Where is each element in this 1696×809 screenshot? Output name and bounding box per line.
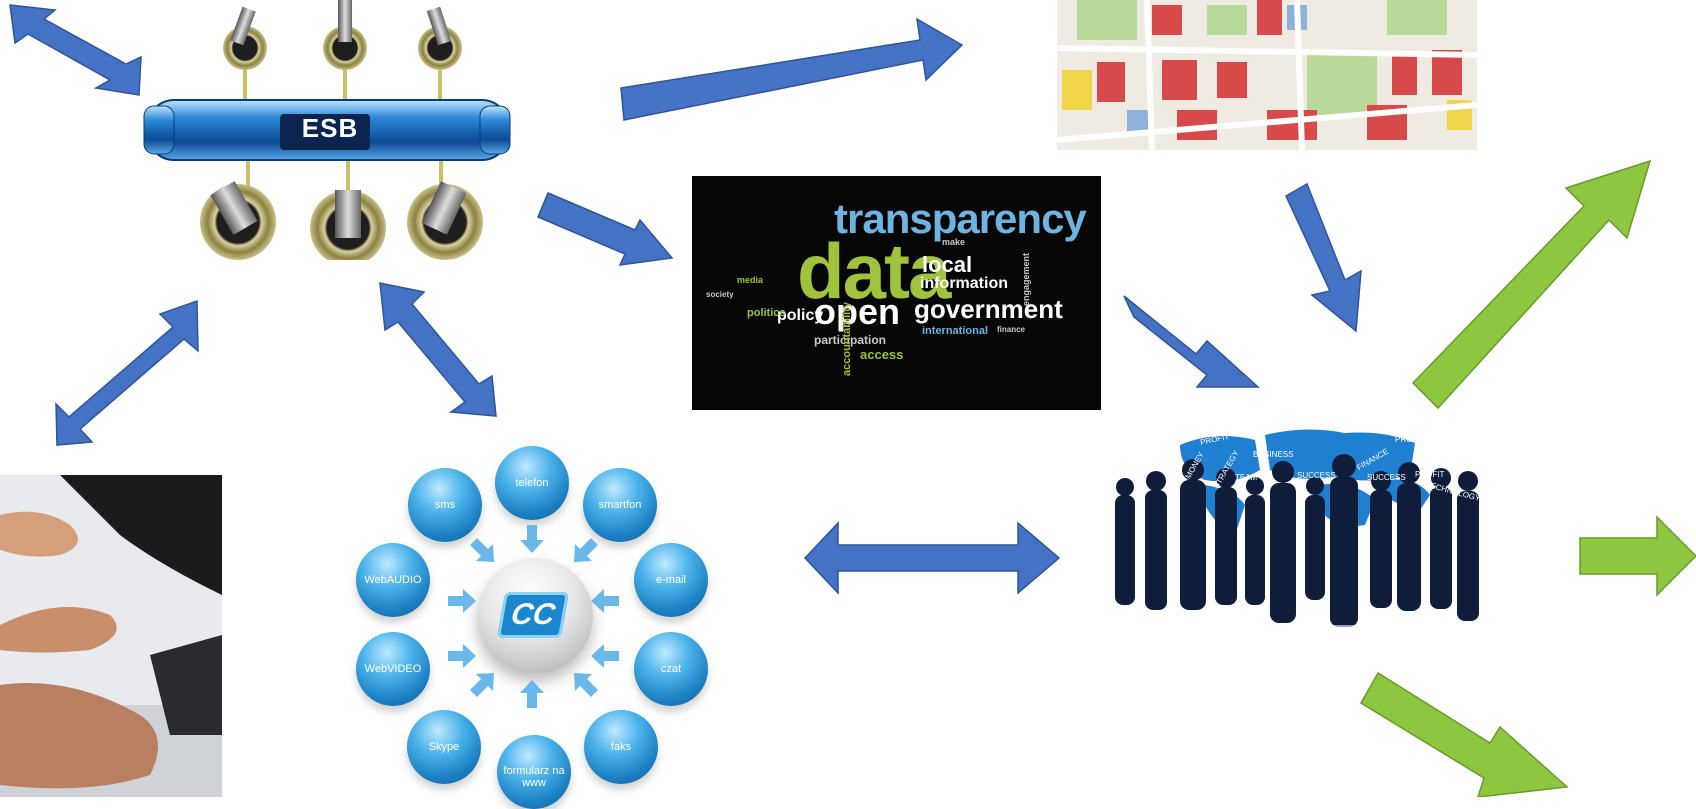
word-information: information xyxy=(920,275,1008,292)
blue-arrows xyxy=(9,4,1362,595)
channel-webvideo: WebVIDEO xyxy=(356,632,430,706)
arrow-green-down-right xyxy=(1359,671,1569,797)
arrow-cc-to-people xyxy=(803,521,1061,595)
word-government: government xyxy=(914,294,1063,324)
word-policy: policy xyxy=(777,307,824,324)
channel-skype: Skype xyxy=(407,710,481,784)
biz-word-success-2: SUCCESS xyxy=(1367,473,1406,482)
arrow-esb-to-typing xyxy=(55,299,199,446)
arrow-to-map xyxy=(620,17,964,121)
biz-word-bank: BANK xyxy=(1300,433,1322,442)
channel-email: e-mail xyxy=(634,543,708,617)
channel-czat: czat xyxy=(634,632,708,706)
biz-word-business: BUSINESS xyxy=(1253,450,1294,459)
green-arrows xyxy=(1359,159,1696,797)
arrow-green-right xyxy=(1579,515,1696,597)
channel-telefon: telefon xyxy=(495,446,569,520)
word-cloud-image: transparency data local information open… xyxy=(692,176,1101,410)
biz-word-profit-2: PROFIT xyxy=(1415,470,1445,479)
word-access: access xyxy=(860,347,904,362)
arrow-esb-to-cc xyxy=(379,282,497,417)
city-map-image xyxy=(1057,0,1477,150)
business-people-image: PROFIT BUSINESS BANK FINANCE PRODUCT TEA… xyxy=(1085,425,1510,680)
channel-sms: sms xyxy=(408,468,482,542)
word-data: data xyxy=(797,227,951,315)
word-participation: participation xyxy=(814,333,887,347)
channel-webaudio: WebAUDIO xyxy=(356,543,430,617)
typing-hands-photo xyxy=(0,475,222,797)
arrow-green-up-right xyxy=(1411,159,1652,410)
biz-word-success-1: SUCCESS xyxy=(1297,471,1336,480)
word-international: international xyxy=(922,325,989,337)
channel-faks: faks xyxy=(584,710,658,784)
word-finance: finance xyxy=(997,325,1026,334)
esb-bus-image xyxy=(130,0,520,266)
biz-word-product: PRODUCT xyxy=(1395,435,1435,444)
arrow-esb-top-left xyxy=(9,4,142,96)
biz-word-team: TEAM xyxy=(1235,473,1258,482)
esb-label: ESB xyxy=(301,113,359,143)
arrow-esb-to-open-data xyxy=(537,192,674,266)
word-open: open xyxy=(814,291,900,332)
word-society: society xyxy=(706,290,734,299)
word-make: make xyxy=(942,237,966,247)
word-media: media xyxy=(737,275,764,285)
word-local: local xyxy=(922,252,973,277)
arrow-open-data-to-people xyxy=(1123,295,1260,388)
arrow-map-to-people xyxy=(1285,182,1362,333)
word-politics: politics xyxy=(747,307,786,319)
word-transparency: transparency xyxy=(834,195,1087,242)
channel-smartfon: smartfon xyxy=(583,468,657,542)
